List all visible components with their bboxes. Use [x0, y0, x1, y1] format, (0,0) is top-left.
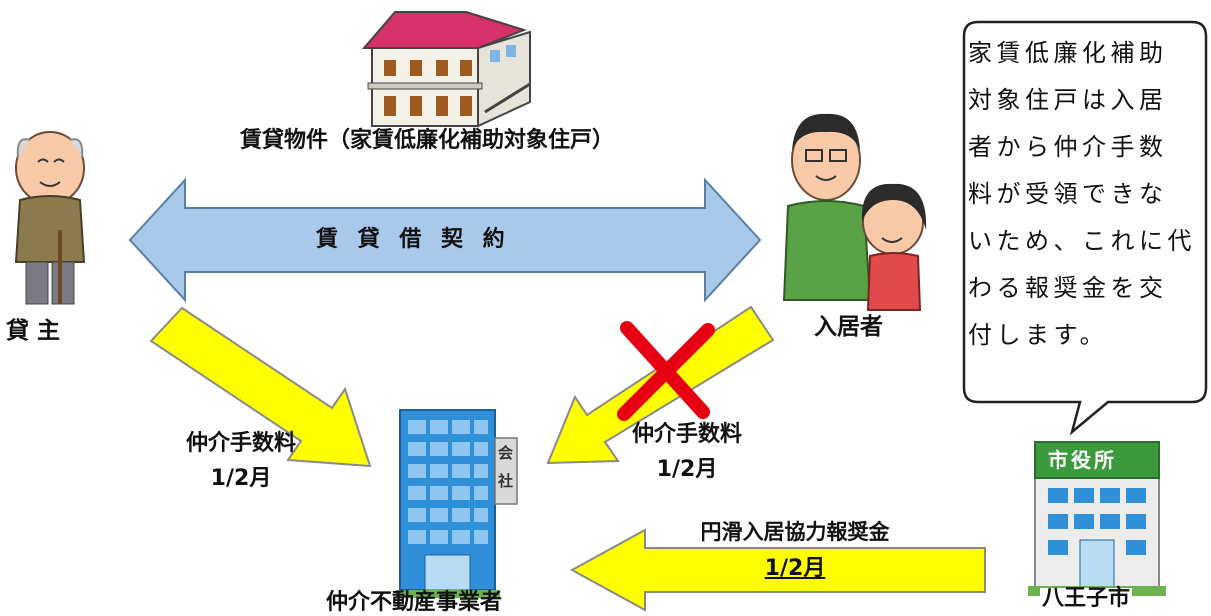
company-sign-char-2: 社 [498, 472, 514, 490]
apartment-building-icon [361, 11, 531, 128]
callout-line: 料が受領できな [968, 180, 1168, 208]
office-building-icon [396, 409, 518, 598]
landlord-label: 貸 主 [6, 318, 61, 344]
city-label: 八王子市 [1040, 586, 1133, 611]
city-reward-arrow [569, 528, 986, 612]
city-reward-name: 円滑入居協力報奨金 [700, 520, 890, 544]
callout-line: 対象住戸は入居 [968, 86, 1168, 114]
city-hall-sign: 市役所 [1048, 448, 1117, 472]
callout-text: 家賃低廉化補助 対象住戸は入居 者から仲介手数 料が受領できな いため、これに代… [968, 30, 1200, 359]
company-sign-char-1: 会 [498, 444, 514, 462]
city-reward-amount: 1/2月 [764, 556, 826, 581]
landlord-fee-name: 仲介手数料 [185, 431, 296, 456]
landlord-fee-amount: 1/2月 [210, 466, 272, 491]
callout-line: いため、これに代 [968, 227, 1196, 255]
tenant-label: 入居者 [814, 314, 883, 340]
speech-bubble [962, 20, 1208, 436]
elderly-man-icon [14, 131, 86, 305]
callout-line: 付します。 [968, 321, 1109, 349]
callout-line: 者から仲介手数 [968, 133, 1168, 161]
agent-label: 仲介不動産事業者 [326, 590, 503, 615]
tenant-fee-name: 仲介手数料 [631, 422, 742, 447]
tenant-fee-amount: 1/2月 [656, 457, 718, 482]
company-sign [494, 437, 518, 505]
callout-line: わる報奨金を交 [968, 274, 1168, 302]
callout-line: 家賃低廉化補助 [968, 39, 1168, 67]
contract-label: 賃 貸 借 契 約 [316, 227, 511, 252]
family-icon [782, 113, 927, 311]
property-label: 賃貸物件（家賃低廉化補助対象住戸） [240, 128, 615, 153]
cross-mark-icon [617, 321, 715, 421]
landlord-fee-arrow [149, 306, 372, 468]
contract-double-arrow [128, 177, 762, 303]
